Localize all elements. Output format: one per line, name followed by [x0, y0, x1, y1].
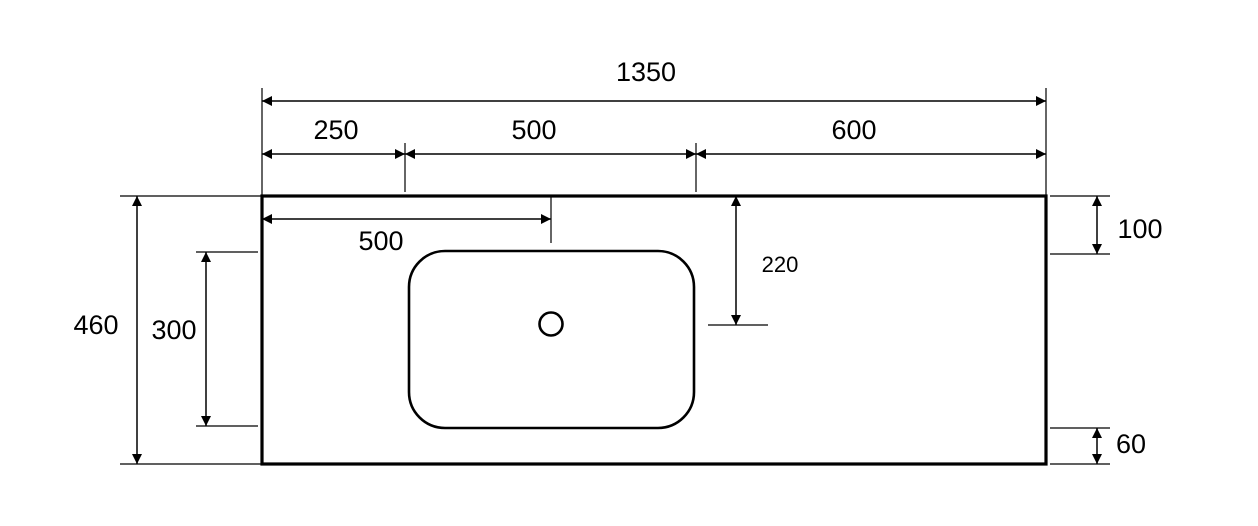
countertop-outline: [260, 194, 1048, 466]
label-left-offset: 250: [313, 115, 358, 145]
extension-lines: [120, 88, 1110, 465]
label-total-width: 1350: [616, 57, 676, 87]
label-back-margin: 100: [1117, 214, 1162, 244]
basin-outline: [407, 249, 696, 430]
label-basin-depth: 300: [151, 315, 196, 345]
drain-hole: [538, 311, 564, 337]
label-front-margin: 60: [1116, 429, 1146, 459]
label-total-depth: 460: [73, 310, 118, 340]
label-basin-width: 500: [511, 115, 556, 145]
label-tap-offset: 500: [358, 226, 403, 256]
label-drain-depth: 220: [762, 252, 799, 277]
label-right-offset: 600: [831, 115, 876, 145]
